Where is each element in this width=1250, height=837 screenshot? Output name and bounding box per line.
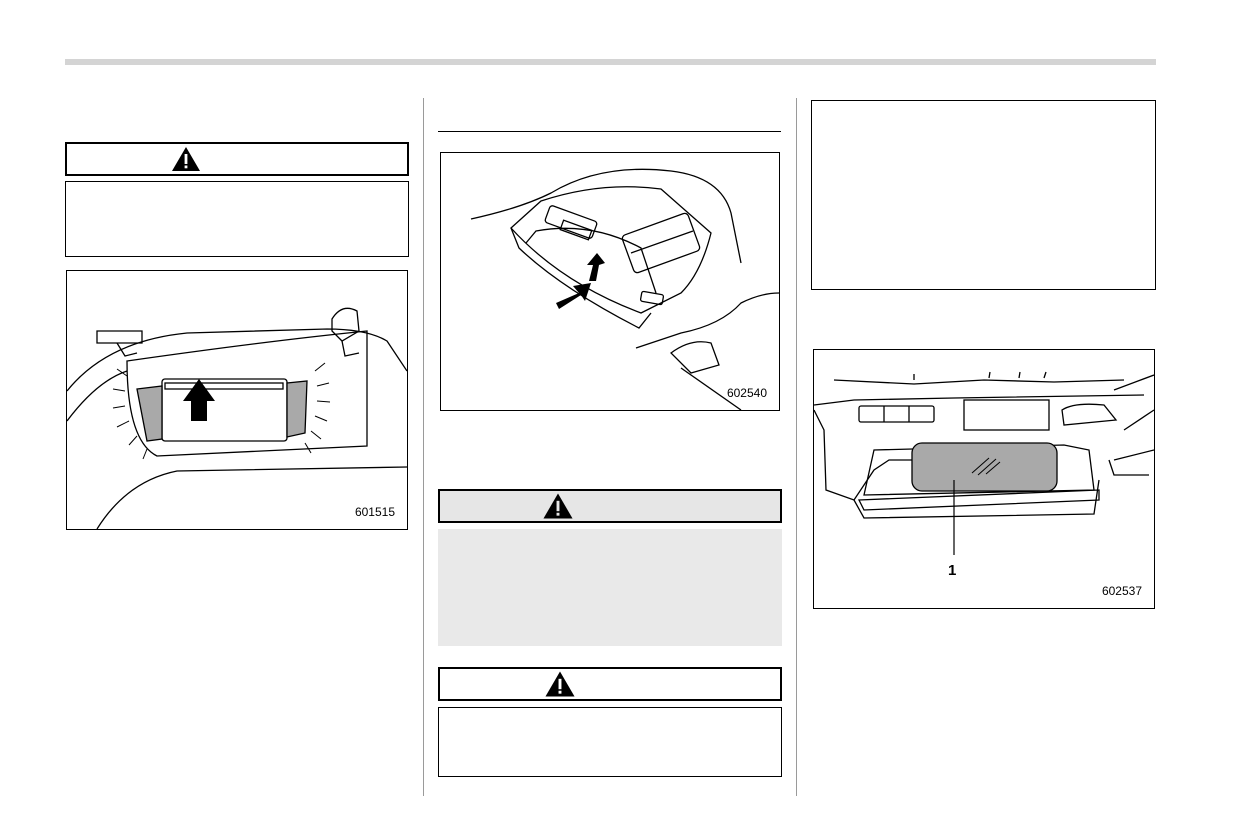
warning-triangle-icon — [542, 493, 574, 520]
figure-overhead-mirror: 1 602537 — [813, 349, 1155, 609]
warning-triangle-icon — [171, 146, 201, 172]
warning-body-middle-2 — [438, 707, 782, 777]
column-divider-right — [796, 98, 797, 796]
figure-code: 602537 — [1101, 584, 1142, 598]
warning-header-middle-2 — [438, 667, 782, 701]
callout-label: 1 — [948, 562, 957, 579]
visor-mirror-illustration — [67, 307, 407, 529]
figure-overhead-console: 602540 — [440, 152, 780, 411]
warning-body-middle-1 — [438, 529, 782, 646]
overhead-mirror-illustration — [814, 371, 1154, 555]
warning-header-left — [65, 142, 409, 176]
pull-arrow-icon — [556, 253, 605, 309]
warning-triangle-icon — [544, 671, 576, 698]
warning-body-left — [65, 181, 409, 257]
overhead-console-illustration — [470, 168, 779, 410]
column-divider-left — [423, 98, 424, 796]
figure-code: 602540 — [726, 386, 767, 400]
header-rule — [65, 59, 1156, 65]
warning-header-middle-1 — [438, 489, 782, 523]
mirror-panel — [911, 442, 1058, 492]
section-rule — [438, 131, 781, 132]
figure-code: 601515 — [354, 505, 395, 519]
note-box-right — [811, 100, 1156, 290]
up-arrow-icon — [183, 379, 215, 421]
figure-visor-mirror: 601515 — [66, 270, 408, 530]
